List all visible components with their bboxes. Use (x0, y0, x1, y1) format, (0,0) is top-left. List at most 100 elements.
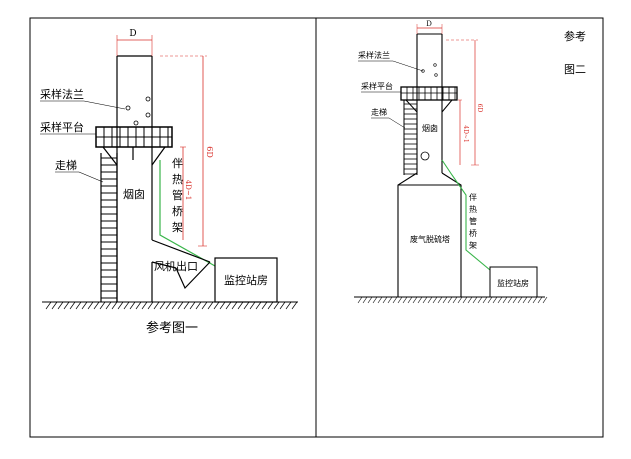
ground-hatch (105, 301, 112, 310)
ground-line (42, 301, 298, 310)
label-chimney-right: 烟囱 (422, 123, 438, 133)
ground-hatch (261, 301, 268, 310)
ground-hatch (201, 301, 208, 310)
ground-hatch (407, 296, 413, 304)
svg-text:桥: 桥 (172, 205, 183, 218)
dimension-6d-right: 6D (446, 39, 483, 166)
ground-hatch (153, 301, 160, 310)
ground-hatch (219, 301, 226, 310)
ground-hatch (111, 301, 118, 310)
ground-hatch (231, 301, 238, 310)
chimney (116, 55, 153, 302)
dimension-4d: 4D~1 (180, 146, 192, 240)
ground-hatch (135, 301, 142, 310)
ground-hatch (279, 301, 286, 310)
ground-hatch (457, 296, 463, 304)
ground-hatch (45, 301, 52, 310)
ground-hatch (177, 301, 184, 310)
ground-hatch (147, 301, 154, 310)
table-border (29, 17, 604, 438)
ground-hatch (427, 296, 433, 304)
ground-hatch (447, 296, 453, 304)
dimension-4d-right: 4D~1 (458, 99, 469, 165)
ground-hatch (165, 301, 172, 310)
left-diagram: D 6D 4D~1 监控站房 采样法兰 (40, 29, 298, 336)
ground-line-right (354, 296, 548, 304)
sampling-holes (125, 96, 151, 126)
monitor-room: 监控站房 (214, 257, 278, 303)
ground-hatch (243, 301, 250, 310)
ground-hatch (291, 301, 298, 310)
ground-hatch (482, 296, 488, 304)
ground-hatch (195, 301, 202, 310)
svg-text:伴: 伴 (469, 192, 477, 202)
heat-trace-line (159, 160, 216, 267)
ground-hatch (123, 301, 130, 310)
ground-hatch (452, 296, 458, 304)
ground-hatch (99, 301, 106, 310)
svg-text:架: 架 (172, 221, 183, 234)
ground-hatch (402, 296, 408, 304)
label-monitor-room-right: 监控站房 (497, 278, 529, 288)
desulfur-tower: 废气脱硫塔 (397, 172, 462, 297)
ground-hatch (422, 296, 428, 304)
svg-text:管: 管 (469, 216, 477, 226)
ground-hatch (522, 296, 528, 304)
ground-hatch (517, 296, 523, 304)
ground-hatch (285, 301, 292, 310)
caption-figure-1: 参考图一 (146, 320, 198, 336)
svg-text:桥: 桥 (469, 228, 477, 238)
label-heat-trace: 伴 热 管 桥 架 (172, 157, 183, 234)
ground-hatch (81, 301, 88, 310)
ground-hatch (502, 296, 508, 304)
label-heat-trace-right: 伴 热 管 桥 架 (469, 192, 477, 250)
ground-hatch (57, 301, 64, 310)
ladder-right (403, 100, 418, 175)
ground-hatch (75, 301, 82, 310)
ground-hatch (377, 296, 383, 304)
ground-hatch (467, 296, 473, 304)
label-6d: 6D (205, 146, 214, 158)
svg-text:伴: 伴 (172, 157, 183, 170)
ground-hatch (487, 296, 493, 304)
ground-hatch (93, 301, 100, 310)
ground-hatch (372, 296, 378, 304)
ground-hatch (51, 301, 58, 310)
label-fan-outlet: 风机出口 (154, 259, 198, 273)
sampling-platform-right (400, 86, 458, 113)
ground-hatch (141, 301, 148, 310)
heat-trace-line-right (441, 159, 491, 271)
ground-hatch (207, 301, 214, 310)
ground-hatch (367, 296, 373, 304)
ground-hatch (255, 301, 262, 310)
label-d-right: D (426, 20, 432, 28)
ground-hatch (397, 296, 403, 304)
ground-hatch (171, 301, 178, 310)
ground-hatch (512, 296, 518, 304)
label-sampling-platform: 采样平台 (40, 120, 84, 134)
label-4d: 4D~1 (184, 180, 192, 200)
ground-hatch (472, 296, 478, 304)
ground-hatch (542, 296, 548, 304)
label-sampling-flange: 采样法兰 (40, 87, 84, 101)
svg-text:热: 热 (172, 173, 183, 186)
label-4d-right: 4D~1 (462, 125, 469, 142)
ground-hatch (213, 301, 220, 310)
ground-hatch (497, 296, 503, 304)
ground-hatch (249, 301, 256, 310)
ladder (100, 153, 118, 302)
ground-hatch (189, 301, 196, 310)
dimension-d: D (116, 29, 153, 56)
ground-hatch (69, 301, 76, 310)
dimension-6d: 6D (160, 55, 214, 247)
ground-hatch (537, 296, 543, 304)
ground-hatch (477, 296, 483, 304)
ground-hatch (507, 296, 513, 304)
caption-figure-2-line1: 参考 (564, 29, 586, 43)
svg-text:架: 架 (469, 241, 477, 250)
label-desulfur-tower: 废气脱硫塔 (410, 234, 450, 244)
ground-hatch (267, 301, 274, 310)
label-sampling-flange-right: 采样法兰 (358, 50, 390, 60)
ground-hatch (63, 301, 70, 310)
